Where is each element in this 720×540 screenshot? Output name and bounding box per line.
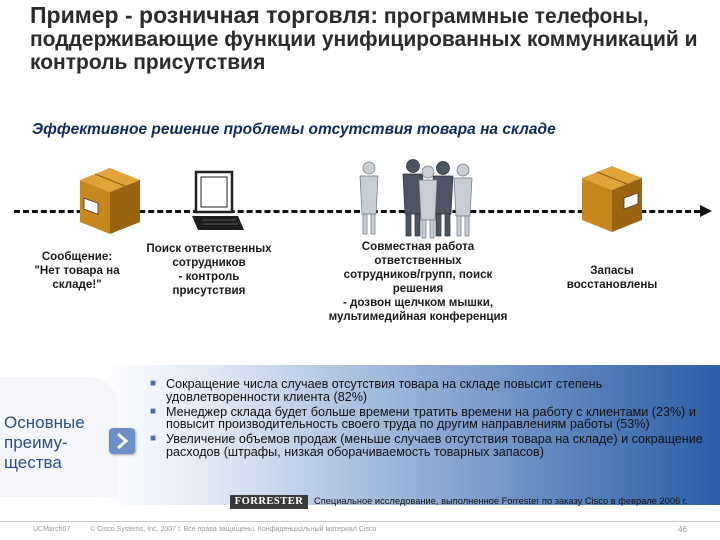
forrester-logo: FORRESTER: [230, 495, 308, 509]
bullet-icon: ■: [150, 433, 157, 445]
step-4-text: Запасы восстановлены: [566, 264, 658, 291]
title-lead: Пример - розничная торговля:: [30, 2, 379, 28]
benefit-item: ■ Сокращение числа случаев отсутствия то…: [148, 378, 708, 404]
flow-timeline-arrowhead: [700, 205, 712, 217]
benefits-label: Основные преиму-щества: [4, 413, 85, 472]
benefit-text: Сокращение числа случаев отсутствия това…: [166, 377, 603, 404]
source-note: Специальное исследование, выполненное Fo…: [314, 496, 688, 506]
footer-event-code: UCMarch07: [33, 526, 71, 533]
bullet-icon: ■: [150, 405, 157, 417]
flow-timeline-line: [14, 210, 700, 213]
box-icon: [78, 166, 142, 241]
step-3-text: Совместная работа ответственных сотрудни…: [328, 240, 508, 323]
slide-title: Пример - розничная торговля: программные…: [30, 2, 700, 75]
benefits-label-box: [0, 377, 118, 497]
benefit-item: ■ Увеличение объемов продаж (меньше случ…: [148, 433, 708, 459]
title-rest: программные телефоны, поддерживающие фун…: [30, 5, 698, 74]
laptop-icon: [190, 170, 244, 241]
benefit-text: Увеличение объемов продаж (меньше случае…: [166, 432, 703, 459]
footer-divider: [0, 521, 720, 522]
footer-copyright: © Cisco Systems, Inc. 2007 г. Все права …: [90, 526, 377, 533]
benefit-item: ■ Менеджер склада будет больше времени т…: [148, 404, 708, 432]
people-group-icon: [355, 158, 475, 245]
page-number: 46: [678, 525, 687, 534]
slide-subtitle: Эффективное решение проблемы отсутствия …: [32, 121, 556, 138]
benefit-text: Менеджер склада будет больше времени тра…: [166, 404, 696, 432]
step-1-text: Сообщение: "Нет товара на складе!": [34, 250, 120, 291]
step-2-text: Поиск ответственных сотрудников - контро…: [146, 242, 272, 297]
chevron-right-icon: [109, 428, 135, 454]
box-icon: [580, 164, 644, 239]
benefit-list: ■ Сокращение числа случаев отсутствия то…: [148, 378, 708, 461]
bullet-icon: ■: [150, 378, 157, 389]
